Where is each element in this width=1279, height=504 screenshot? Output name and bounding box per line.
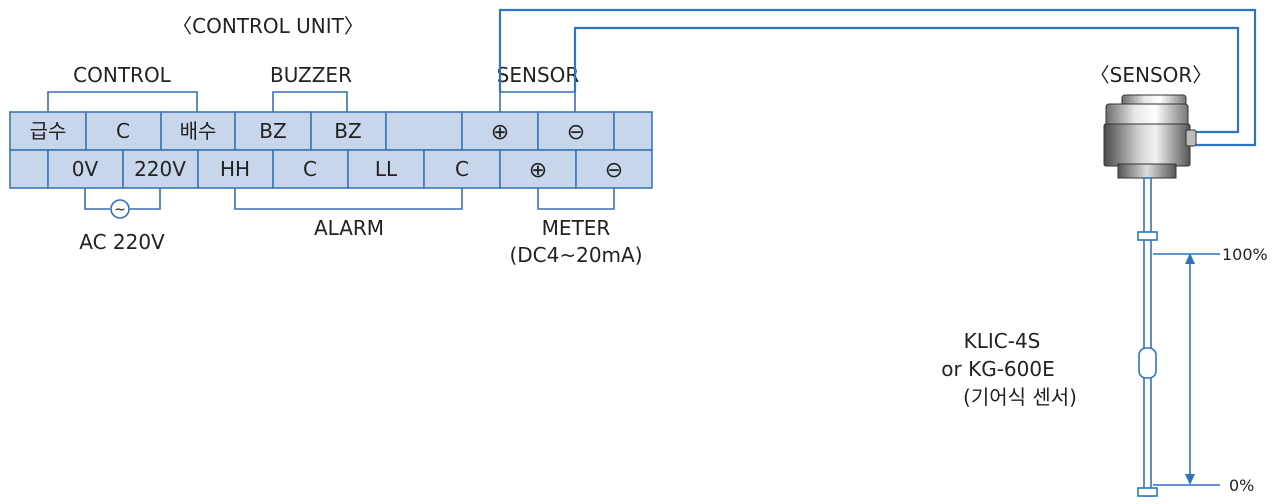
terminal-bottom-2 — [47, 149, 124, 189]
control-unit-title: 〈CONTROL UNIT〉 — [172, 14, 364, 38]
meter-label: METER — [542, 216, 611, 240]
arrow-up-icon — [1185, 253, 1195, 264]
control-bracket — [47, 91, 198, 112]
sensor-bracket — [499, 91, 576, 112]
terminal-top-1 — [9, 111, 87, 151]
terminal-bottom-1 — [9, 149, 49, 189]
terminal-row-top: 급수 C 배수 BZ BZ ⊕ ⊖ — [9, 111, 653, 151]
upper-stopper — [1137, 231, 1158, 241]
meter-bracket — [537, 188, 615, 210]
sensor-cap — [1105, 103, 1189, 127]
terminal-bottom-8 — [499, 149, 577, 189]
terminal-label-0v: 0V — [72, 157, 99, 181]
terminal-top-7 — [461, 111, 539, 151]
terminal-label-meter-minus: ⊖ — [605, 158, 623, 183]
level-100-label: 100% — [1222, 245, 1268, 264]
sensor-group-label: SENSOR — [497, 63, 580, 87]
ac-bracket-left — [84, 188, 110, 210]
terminal-label-drain: 배수 — [180, 119, 217, 143]
ac-source-symbol — [110, 199, 130, 219]
terminal-label-bz2: BZ — [334, 119, 361, 143]
buzzer-bracket — [272, 91, 348, 112]
sensor-body — [1103, 123, 1191, 167]
sensor-head — [1103, 94, 1197, 179]
terminal-label-supply: 급수 — [30, 119, 67, 143]
sensor-model-line2: or KG-600E — [941, 357, 1054, 381]
terminal-label-bz1: BZ — [259, 119, 286, 143]
sensor-model-line3: (기어식 센서) — [963, 385, 1077, 409]
ac-label: AC 220V — [79, 230, 165, 254]
terminal-bottom-6 — [347, 149, 425, 189]
float — [1138, 347, 1157, 379]
lower-stopper — [1137, 487, 1158, 497]
alarm-label: ALARM — [314, 216, 384, 240]
meter-range-label: (DC4~20mA) — [509, 243, 642, 267]
sensor-title: 〈SENSOR〉 — [1090, 63, 1213, 87]
control-group-label: CONTROL — [73, 63, 172, 87]
level-0-label: 0% — [1229, 476, 1254, 495]
buzzer-group-label: BUZZER — [270, 63, 352, 87]
terminal-label-sensor-minus: ⊖ — [567, 120, 585, 145]
arrow-down-icon — [1185, 474, 1195, 485]
terminal-label-220v: 220V — [134, 157, 186, 181]
terminal-label-hh: HH — [220, 157, 250, 181]
sensor-model-line1: KLIC-4S — [964, 329, 1041, 353]
terminal-label-meter-plus: ⊕ — [529, 158, 547, 183]
ac-tilde-icon: ~ — [114, 202, 126, 218]
terminal-row-bottom: 0V 220V HH C LL C ⊕ ⊖ — [9, 149, 653, 189]
terminal-bottom-4 — [197, 149, 274, 189]
sensor-thread — [1117, 163, 1177, 179]
terminal-label-sensor-plus: ⊕ — [491, 120, 509, 145]
ac-bracket-right — [130, 188, 161, 210]
terminal-label-alarm-c2: C — [455, 157, 469, 181]
terminal-label-c: C — [116, 119, 130, 143]
terminal-top-9 — [613, 111, 653, 151]
terminal-top-6 — [385, 111, 463, 151]
sensor-cable-gland — [1185, 129, 1197, 147]
sensor-wire-minus — [573, 26, 1240, 134]
terminal-top-2 — [85, 111, 162, 151]
sensor-stem — [1143, 177, 1152, 497]
sensor-wire-plus — [498, 8, 1257, 147]
terminal-label-ll: LL — [375, 157, 398, 181]
terminal-label-alarm-c1: C — [303, 157, 317, 181]
alarm-bracket — [234, 188, 463, 210]
